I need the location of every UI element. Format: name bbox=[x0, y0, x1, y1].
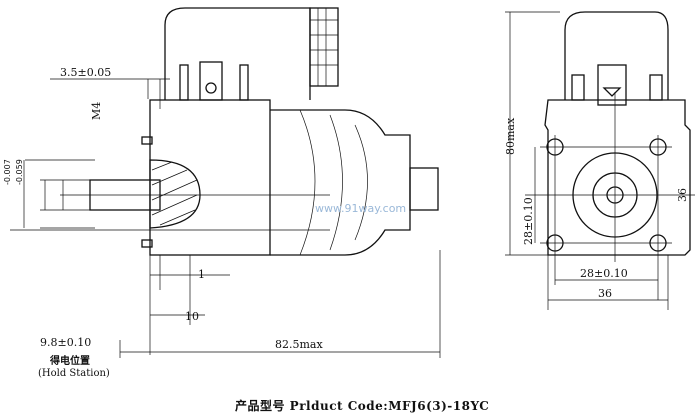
body-front bbox=[544, 99, 691, 256]
dim-gap: 1 bbox=[198, 268, 205, 281]
hold-label-en: (Hold Station) bbox=[38, 368, 110, 379]
connector-housing-front bbox=[564, 11, 669, 100]
dim-height: 80max bbox=[504, 117, 517, 155]
tolerance-upper: -0.007 bbox=[3, 159, 12, 185]
dim-width-horizontal: 36 bbox=[598, 287, 612, 300]
connector-gland bbox=[309, 7, 339, 87]
dim-pin-thickness: 3.5±0.05 bbox=[60, 66, 111, 79]
dim-width-vertical: 36 bbox=[676, 188, 689, 202]
dim-thread: M4 bbox=[90, 102, 103, 120]
coil-body bbox=[149, 99, 271, 256]
dim-hold-position: 9.8±0.10 bbox=[40, 336, 91, 349]
side-view: 3.5±0.05 M4 -0.007 -0.059 1 10 9.8±0.10 … bbox=[3, 7, 441, 379]
product-code-caption: 产品型号 Prlduct Code:MFJ6(3)-18YC bbox=[235, 398, 489, 413]
dim-overall-length: 82.5max bbox=[275, 338, 323, 351]
hold-label-cn: 得电位置 bbox=[49, 354, 90, 367]
dim-hole-horizontal: 28±0.10 bbox=[580, 267, 628, 280]
front-view: 80max 28±0.10 36 28±0.10 36 bbox=[504, 11, 695, 310]
dim-stroke: 10 bbox=[185, 310, 199, 323]
dim-hole-vertical: 28±0.10 bbox=[522, 197, 535, 245]
manual-override bbox=[409, 167, 439, 211]
tolerance-lower: -0.059 bbox=[15, 159, 24, 185]
connector-housing bbox=[164, 7, 311, 100]
watermark: www.91way.com bbox=[315, 202, 406, 215]
